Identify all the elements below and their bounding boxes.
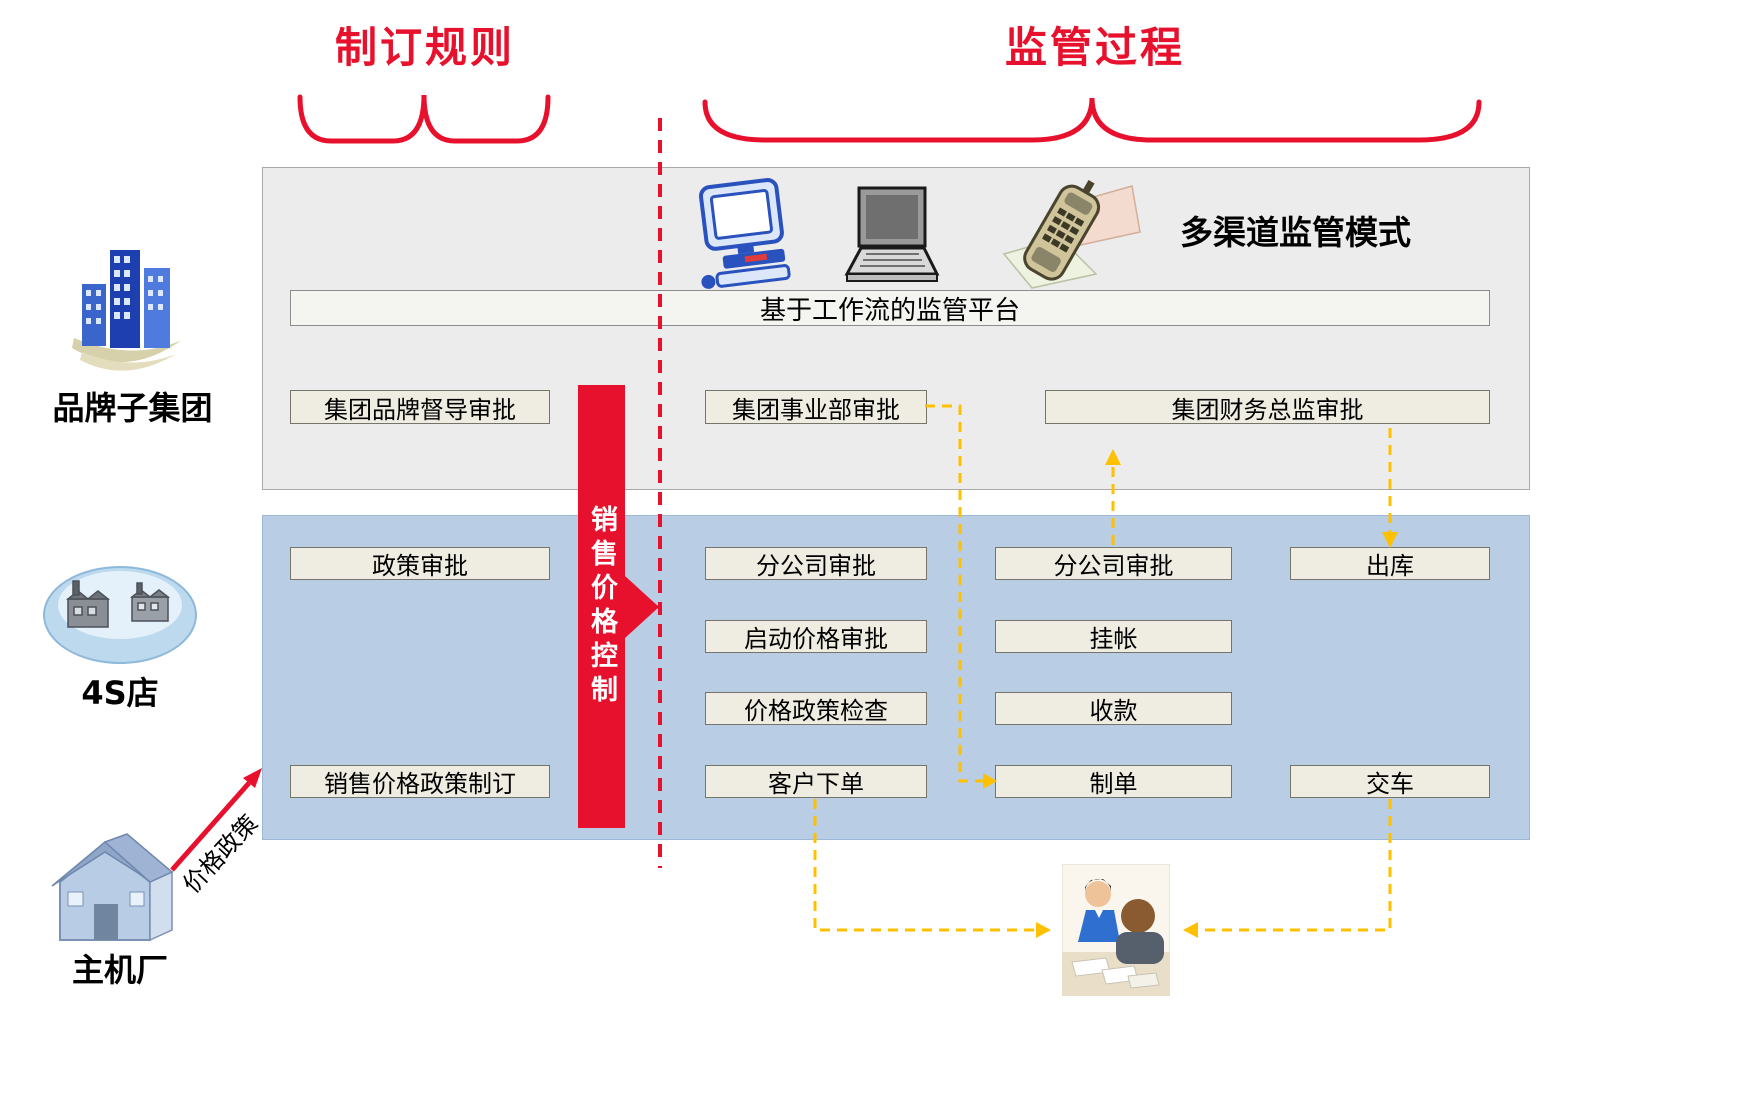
box-group-brand-supervision-approval: 集团品牌督导审批	[290, 390, 550, 424]
box-label: 价格政策检查	[744, 697, 888, 725]
box-label: 分公司审批	[756, 552, 876, 580]
arrowhead-meeting-left	[1183, 922, 1198, 938]
box-label: 启动价格审批	[744, 625, 888, 653]
box-receive-payment: 收款	[995, 692, 1232, 725]
box-group-cfo-approval: 集团财务总监审批	[1045, 390, 1490, 424]
dealer-label: 4S店	[81, 674, 159, 712]
box-label: 集团品牌督导审批	[324, 395, 516, 424]
box-label: 政策审批	[372, 552, 468, 580]
box-customer-order: 客户下单	[705, 765, 927, 798]
box-label: 客户下单	[768, 770, 864, 798]
right-brace	[702, 97, 1482, 143]
sales-price-control-label: 销售价格控制	[586, 504, 617, 709]
oem-label: 主机厂	[71, 951, 168, 989]
box-create-doc: 制单	[995, 765, 1232, 798]
box-label: 交车	[1366, 770, 1414, 798]
box-label: 集团事业部审批	[732, 395, 900, 424]
right-section-title: 监管过程	[1004, 23, 1185, 72]
house-icon	[51, 833, 174, 942]
box-start-price-approval: 启动价格审批	[705, 620, 927, 653]
box-label: 挂帐	[1089, 625, 1138, 653]
box-vehicle-delivery: 交车	[1290, 765, 1490, 798]
multi-channel-mode-title: 多渠道监管模式	[1180, 213, 1411, 252]
box-branch-approval-2: 分公司审批	[995, 547, 1232, 580]
box-label: 分公司审批	[1053, 552, 1174, 580]
dealer-plant-icon	[43, 566, 197, 664]
box-book-account: 挂帐	[995, 620, 1232, 653]
brand-group-label: 品牌子集团	[52, 389, 213, 427]
box-group-division-approval: 集团事业部审批	[705, 390, 927, 424]
workflow-platform-bar: 基于工作流的监管平台	[290, 290, 1490, 326]
workflow-platform-label: 基于工作流的监管平台	[759, 295, 1020, 326]
left-section-title: 制订规则	[334, 23, 515, 72]
buildings-icon	[72, 250, 182, 371]
box-price-policy-check: 价格政策检查	[705, 692, 927, 725]
laptop-icon	[844, 186, 940, 282]
box-sales-price-policy-making: 销售价格政策制订	[290, 765, 550, 798]
box-label: 销售价格政策制订	[324, 770, 516, 798]
box-label: 集团财务总监审批	[1171, 395, 1364, 424]
computer-icon	[698, 178, 791, 289]
box-stock-out: 出库	[1290, 547, 1490, 580]
price-control-arrowhead	[625, 576, 659, 638]
sales-price-control-banner: 销售价格控制	[578, 385, 625, 828]
left-brace	[297, 94, 551, 144]
box-branch-approval-1: 分公司审批	[705, 547, 927, 580]
box-label: 制单	[1089, 770, 1138, 798]
box-label: 收款	[1089, 697, 1138, 725]
meeting-people-icon	[1062, 864, 1170, 996]
phone-icon	[1002, 180, 1141, 289]
box-label: 出库	[1366, 552, 1414, 580]
arrowhead-meeting-right	[1036, 922, 1051, 938]
price-policy-arrow-label: 价格政策	[177, 809, 264, 899]
box-policy-approval: 政策审批	[290, 547, 550, 580]
price-policy-arrowhead	[243, 768, 262, 788]
